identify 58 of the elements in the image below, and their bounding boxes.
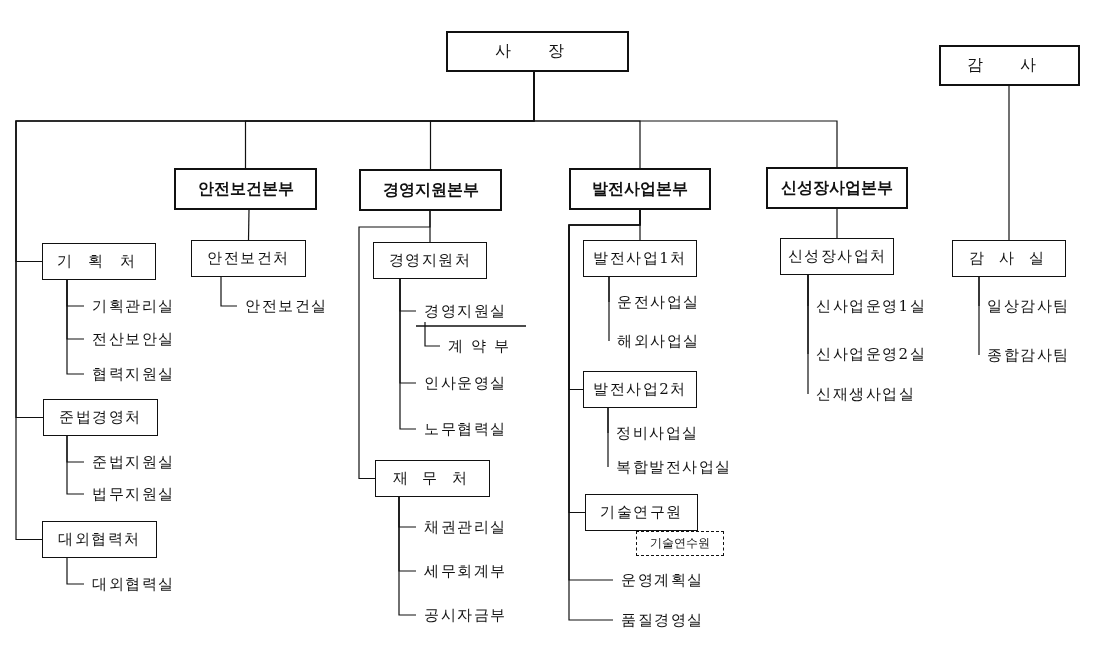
connector-line xyxy=(66,557,85,585)
department-box: 경영지원처 xyxy=(373,242,487,279)
office-label: 채권관리실 xyxy=(416,516,507,538)
office-label: 일상감사팀 xyxy=(979,295,1070,317)
office-label: 해외사업실 xyxy=(609,330,700,352)
office-label: 신재생사업실 xyxy=(808,383,915,405)
connector-line xyxy=(66,435,85,495)
department-box: 대외협력처 xyxy=(42,521,157,558)
department-box: 기술연구원 xyxy=(585,494,698,531)
connector-line xyxy=(66,279,85,375)
department-box: 발전사업2처 xyxy=(583,371,697,408)
office-label: 운영계획실 xyxy=(613,569,704,591)
connector-line xyxy=(978,276,980,356)
office-label: 신사업운영1실 xyxy=(808,295,927,317)
annex-box: 기술연수원 xyxy=(636,531,724,556)
office-label: 신사업운영2실 xyxy=(808,343,927,365)
connector-line xyxy=(1008,85,1010,241)
connector-line xyxy=(607,407,609,468)
connector-line xyxy=(399,278,417,430)
office-label: 노무협력실 xyxy=(416,418,507,440)
division-box: 안전보건본부 xyxy=(174,168,317,210)
office-label: 협력지원실 xyxy=(84,363,175,385)
office-label: 경영지원실 xyxy=(416,300,507,322)
department-box: 준법경영처 xyxy=(43,399,158,436)
office-label: 인사운영실 xyxy=(416,372,507,394)
office-label: 기획관리실 xyxy=(84,295,175,317)
office-label: 준법지원실 xyxy=(84,451,175,473)
division-box: 발전사업본부 xyxy=(569,168,711,210)
office-label: 공시자금부 xyxy=(416,604,507,626)
department-box: 발전사업1처 xyxy=(583,240,697,277)
office-label: 종합감사팀 xyxy=(979,344,1070,366)
department-box: 기 획 처 xyxy=(42,243,156,280)
connector-line xyxy=(807,274,809,395)
connector-line xyxy=(836,208,838,239)
office-label: 정비사업실 xyxy=(608,422,699,444)
office-label: 복합발전사업실 xyxy=(608,456,732,478)
office-label: 운전사업실 xyxy=(609,291,700,313)
office-label: 계 약 부 xyxy=(440,335,511,357)
department-box: 신성장사업처 xyxy=(780,238,894,275)
division-box: 경영지원본부 xyxy=(359,169,502,211)
office-label: 전산보안실 xyxy=(84,328,175,350)
department-box: 감 사 실 xyxy=(952,240,1066,277)
office-label: 세무회계부 xyxy=(416,560,507,582)
office-label: 법무지원실 xyxy=(84,483,175,505)
division-box: 사 장 xyxy=(446,31,629,72)
connector-line xyxy=(424,321,441,347)
connector-line xyxy=(358,210,431,480)
department-box: 재 무 처 xyxy=(375,460,490,497)
connector-line xyxy=(220,276,238,307)
office-label: 안전보건실 xyxy=(237,295,328,317)
connector-line xyxy=(398,496,417,616)
division-box: 신성장사업본부 xyxy=(766,167,908,209)
office-label: 품질경영실 xyxy=(613,609,704,631)
department-box: 안전보건처 xyxy=(191,240,306,277)
division-box: 감 사 xyxy=(939,45,1080,86)
office-label: 대외협력실 xyxy=(84,573,175,595)
connector-line xyxy=(247,209,250,241)
connector-line xyxy=(608,276,610,342)
